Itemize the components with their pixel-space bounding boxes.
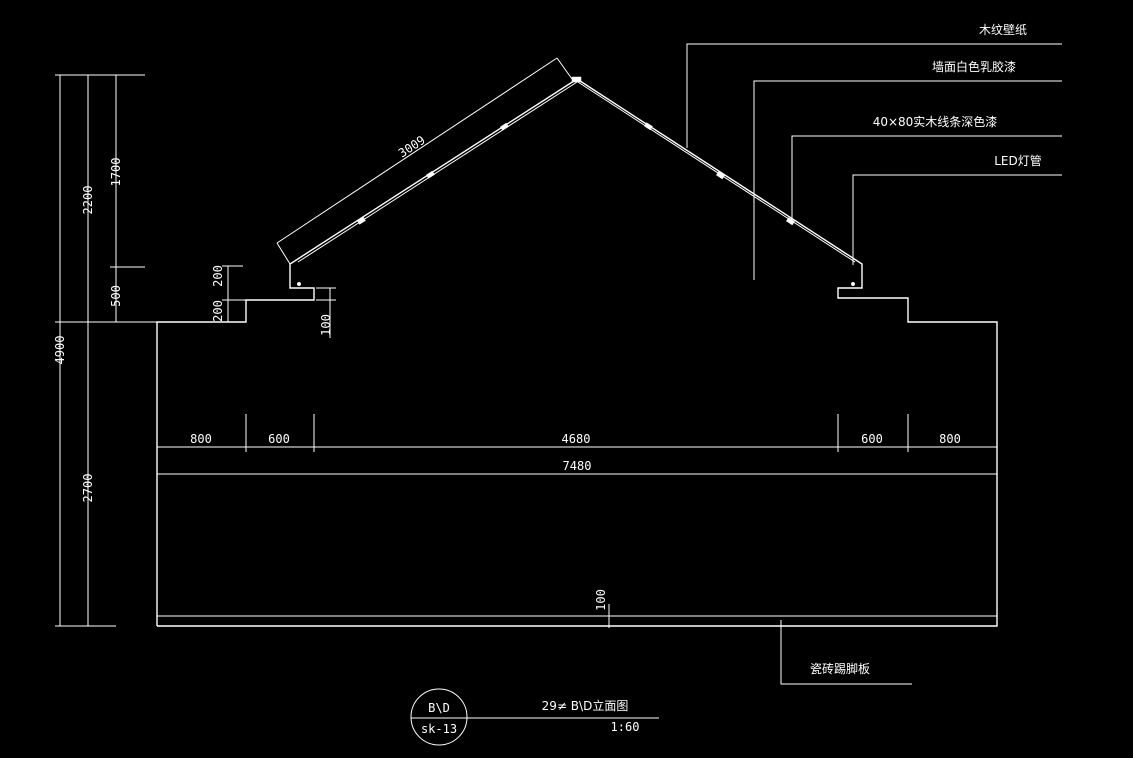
drawing-scale: 1:60: [611, 720, 640, 734]
dim-eave-height: 500: [109, 285, 123, 307]
skirting-dimension: 100: [594, 589, 610, 628]
led-marker: [426, 170, 435, 179]
label-led-tube: LED灯管: [994, 153, 1042, 168]
dim-skirting-height: 100: [594, 589, 608, 611]
section-ref-circle: [410, 688, 468, 746]
led-marker: [716, 171, 725, 180]
dim-width-4: 600: [861, 432, 883, 446]
dim-upper-height: 2200: [81, 186, 95, 215]
label-wood-wallpaper: 木纹壁纸: [979, 22, 1027, 37]
label-tile-skirting: 瓷砖踢脚板: [810, 661, 870, 676]
dim-width-5: 800: [939, 432, 961, 446]
dim-step-lower: 200: [211, 300, 225, 322]
ref-bottom: sk-13: [421, 722, 457, 736]
dim-wall-height: 2700: [81, 474, 95, 503]
left-dimensions: 4900 2200 1700 500 2700: [53, 74, 157, 627]
dim-total-height: 4900: [53, 336, 67, 365]
ref-top: B\D: [428, 701, 450, 715]
slope-dimension: 3009: [276, 57, 573, 265]
dim-slope-length: 3009: [396, 133, 428, 160]
dim-width-2: 600: [268, 432, 290, 446]
dim-step-upper: 200: [211, 265, 225, 287]
led-marker: [644, 122, 653, 131]
label-wall-latex-paint: 墙面白色乳胶漆: [932, 59, 1016, 74]
led-marker: [571, 76, 582, 83]
title-block: B\D sk-13 29≠ B\D立面图 1:60: [410, 688, 659, 746]
led-marker: [357, 216, 366, 225]
wall-outline: [156, 78, 998, 627]
led-marker: [850, 281, 856, 287]
led-marker: [500, 122, 509, 131]
led-markers: [296, 76, 856, 287]
material-callouts: 木纹壁纸 墙面白色乳胶漆 40×80实木线条深色漆 LED灯管 瓷砖踢脚板: [686, 22, 1062, 685]
horizontal-dimensions: 800 600 4680 600 800 7480: [157, 414, 997, 475]
left-slope-inner: [297, 81, 578, 263]
dim-ledge: 100: [319, 314, 333, 336]
dim-total-width: 7480: [563, 459, 592, 473]
dim-width-1: 800: [190, 432, 212, 446]
dim-width-3: 4680: [562, 432, 591, 446]
step-dimensions: 200 200 100: [211, 265, 336, 338]
label-wood-strip: 40×80实木线条深色漆: [873, 114, 998, 129]
led-marker: [296, 281, 302, 287]
dim-roof-height: 1700: [109, 158, 123, 187]
right-slope-inner: [577, 81, 856, 263]
drawing-title: 29≠ B\D立面图: [542, 698, 629, 713]
